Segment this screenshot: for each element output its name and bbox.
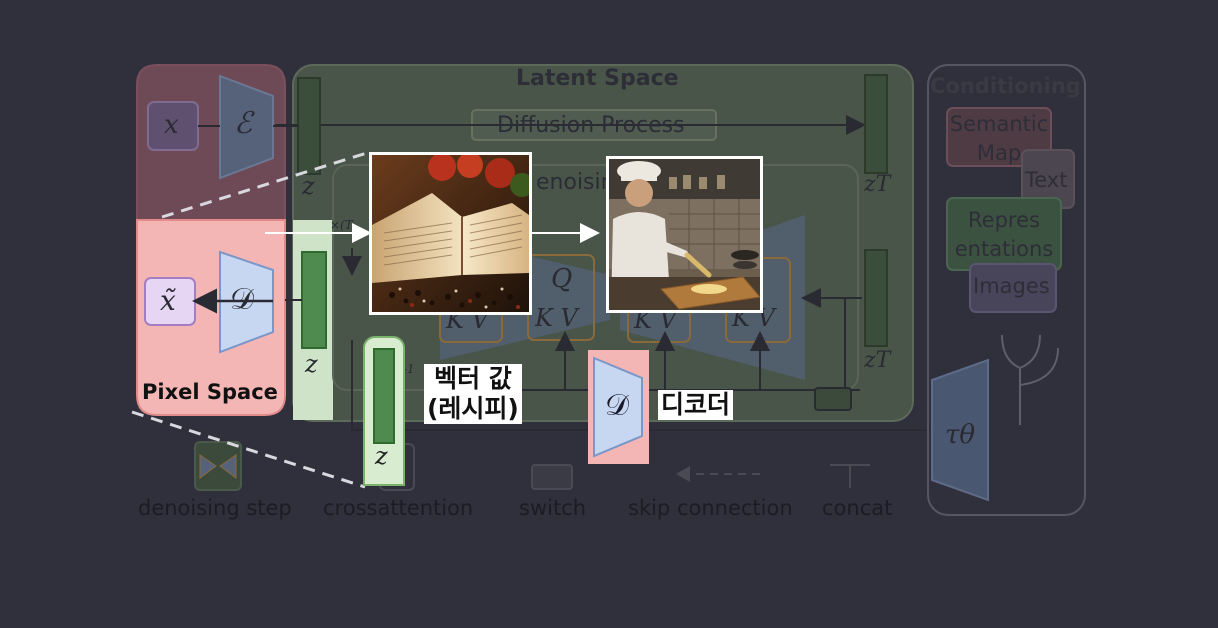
latent-space-title: Latent Space: [516, 66, 679, 91]
highlight-decoder-shape: [593, 356, 643, 458]
denoising-partial-label: enoisin: [536, 170, 615, 195]
cond-item-semantic-map: Semantic Map: [948, 110, 1050, 168]
cond-item-semantic-map-text: Semantic Map: [949, 112, 1049, 165]
chef-cooking-illustration: [609, 159, 760, 310]
symbol-z-top: z: [302, 172, 315, 200]
recipe-book-photo: [369, 152, 532, 315]
vector-value-label-line2: (레시피): [427, 394, 519, 423]
legend-skip-connection: skip connection: [628, 496, 793, 520]
recipe-book-illustration: [372, 155, 529, 312]
pixel-space-title: Pixel Space: [142, 380, 278, 404]
symbol-zT-bottom: zT: [864, 348, 891, 373]
highlight-latent-z: z: [363, 336, 405, 486]
conditioning-panel: [927, 64, 1086, 516]
legend-crossattention: crossattention: [323, 496, 474, 520]
symbol-x-tilde: x̃: [160, 284, 176, 317]
symbol-decoder: 𝒟: [230, 282, 254, 317]
pixel-space-blocks: [144, 74, 298, 354]
symbol-q: Q: [551, 264, 573, 294]
highlight-latent-z-symbol: z: [375, 442, 388, 470]
symbol-x: x: [164, 110, 179, 140]
highlight-decoder-block: 𝒟: [588, 350, 649, 464]
highlight-decoder-symbol: 𝒟: [605, 388, 629, 423]
symbol-one-partial: -1: [403, 362, 415, 376]
legend-concat: concat: [822, 496, 893, 520]
symbol-encoder: ℰ: [234, 106, 253, 141]
cond-item-representations: Repres entations: [949, 206, 1059, 264]
cond-item-text: Text: [1025, 168, 1068, 192]
decoder-label: 디코더: [658, 390, 734, 420]
symbol-t-partial: ×(T: [330, 218, 353, 232]
conditioning-title: Conditioning: [930, 74, 1081, 98]
vector-value-label-line1: 벡터 값: [434, 364, 512, 393]
cond-item-representations-text: Repres entations: [954, 208, 1054, 261]
symbol-zT-top: zT: [864, 172, 891, 197]
chef-cooking-photo: [606, 156, 763, 313]
cond-item-images: Images: [973, 274, 1050, 298]
legend-switch: switch: [519, 496, 587, 520]
zoom-lines: [131, 150, 371, 489]
vector-value-label: 벡터 값 (레시피): [424, 364, 522, 424]
symbol-tau-theta: τθ: [945, 420, 976, 450]
legend-denoising-step: denoising step: [138, 496, 292, 520]
symbol-kv-2: K V: [535, 304, 578, 332]
symbol-z-mid: z: [305, 350, 318, 378]
legend-icons: [194, 441, 870, 491]
highlight-latent-z-bar: [373, 348, 395, 444]
diffusion-process-label: Diffusion Process: [497, 113, 685, 138]
